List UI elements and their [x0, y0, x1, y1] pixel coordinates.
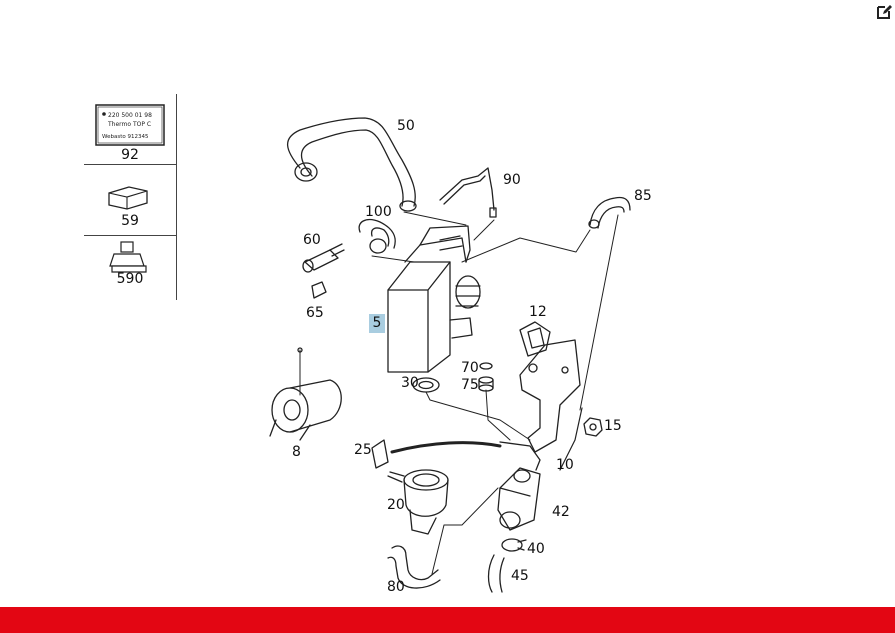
edit-icon[interactable]	[875, 3, 893, 21]
callout-20[interactable]: 20	[387, 497, 405, 513]
hose-80-part	[391, 545, 439, 581]
nut-70-part	[479, 362, 493, 370]
legend-label-92: 92	[121, 147, 139, 163]
legend-divider	[84, 235, 176, 236]
callout-5-highlight	[369, 314, 385, 333]
callout-75[interactable]: 75	[461, 377, 479, 393]
nut-15-part	[583, 417, 603, 437]
callout-85[interactable]: 85	[634, 188, 652, 204]
bracket-part	[519, 339, 581, 453]
clip-65-part	[311, 281, 327, 299]
legend-label-590: 590	[116, 271, 144, 287]
callout-8[interactable]: 8	[292, 444, 301, 460]
footer-accent-bar	[0, 607, 895, 633]
circulation-pump-20-part	[387, 469, 449, 535]
hose-45-part	[487, 554, 505, 593]
callout-45[interactable]: 45	[511, 568, 529, 584]
fuel-pump-60-part	[304, 249, 339, 271]
gasket-12-part	[519, 321, 551, 357]
svg-text:Thermo TOP C: Thermo TOP C	[107, 121, 151, 128]
callout-90[interactable]: 90	[503, 172, 521, 188]
label-plate-image: 220 500 01 98 Thermo TOP C Webasto 91234…	[95, 104, 165, 146]
hose-100-part	[358, 218, 396, 249]
svg-text:220 500 01 98: 220 500 01 98	[108, 112, 152, 119]
callout-25[interactable]: 25	[354, 442, 372, 458]
callout-65[interactable]: 65	[306, 305, 324, 321]
callout-60[interactable]: 60	[303, 232, 321, 248]
callout-50[interactable]: 50	[397, 118, 415, 134]
gasket-25-part	[371, 439, 389, 469]
burner-8-part	[269, 347, 342, 441]
callout-5[interactable]: 5	[372, 315, 382, 331]
accessory-legend: 220 500 01 98 Thermo TOP C Webasto 91234…	[84, 94, 177, 300]
rubber-block-image	[108, 186, 148, 210]
exhaust-10-part	[499, 441, 541, 471]
callout-40[interactable]: 40	[527, 541, 545, 557]
fuel-line-90-part	[439, 167, 495, 211]
callout-15[interactable]: 15	[604, 418, 622, 434]
callout-42[interactable]: 42	[552, 504, 570, 520]
callout-70[interactable]: 70	[461, 360, 479, 376]
legend-item-92[interactable]: 220 500 01 98 Thermo TOP C Webasto 91234…	[84, 94, 176, 164]
legend-item-590[interactable]: 590	[84, 236, 176, 300]
cap-image	[109, 241, 147, 273]
callout-30[interactable]: 30	[401, 375, 419, 391]
water-pump-42-part	[497, 467, 541, 531]
svg-text:Webasto 912345: Webasto 912345	[102, 134, 149, 140]
callout-80[interactable]: 80	[387, 579, 405, 595]
legend-label-59: 59	[121, 213, 139, 229]
callout-10[interactable]: 10	[556, 457, 574, 473]
legend-divider	[84, 164, 176, 165]
grommet-75-part	[478, 376, 494, 392]
heater-unit-5-part	[387, 225, 481, 373]
legend-item-59[interactable]: 59	[84, 165, 176, 235]
hose-50-part	[286, 117, 416, 207]
clamp-40-part	[501, 538, 523, 552]
callout-100[interactable]: 100	[365, 204, 392, 220]
hose-85-part	[589, 196, 631, 226]
callout-12[interactable]: 12	[529, 304, 547, 320]
heater-exploded-diagram: 50 90 85 100 60 65 12 70 75 30 15 8 25 1…	[269, 117, 652, 595]
